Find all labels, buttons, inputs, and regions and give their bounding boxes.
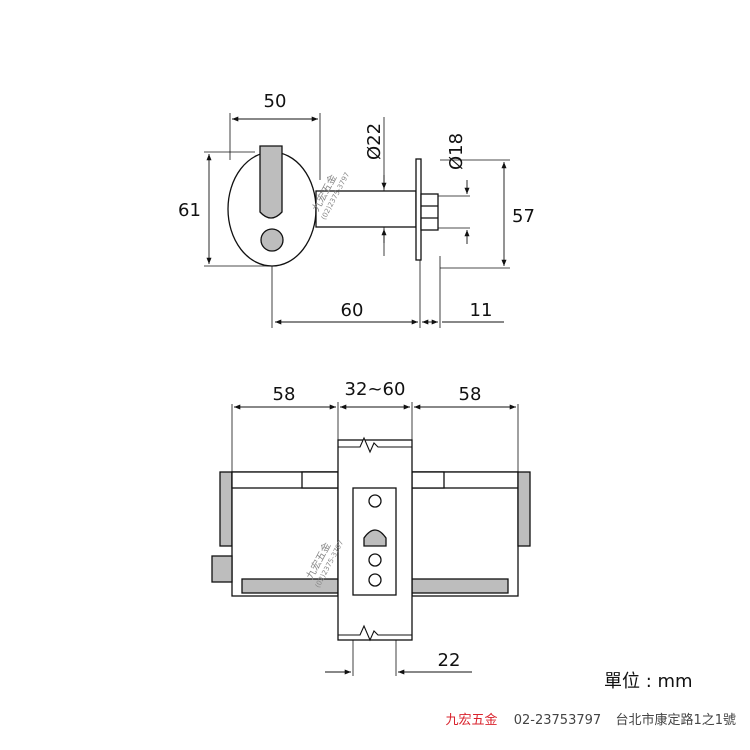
front-view (211, 402, 531, 676)
dim-rose-dia: Ø18 (446, 133, 467, 170)
footer: 九宏五金 02-23753797 台北市康定路1之1號 (445, 709, 736, 728)
dim-shaft-length: 60 (341, 300, 364, 321)
dim-rose-height: 57 (512, 206, 535, 227)
dim-top-height: 61 (178, 200, 201, 221)
dim-latch-width: 22 (438, 650, 461, 671)
dim-top-width: 50 (264, 91, 287, 112)
unit-label: 單位 : mm (604, 671, 693, 692)
footer-brand: 九宏五金 (445, 713, 498, 728)
dim-shaft-dia: Ø22 (364, 123, 385, 160)
dim-rose-depth: 11 (470, 300, 493, 321)
footer-address: 台北市康定路1之1號 (615, 713, 736, 728)
side-view (204, 113, 510, 328)
dim-left-handle: 58 (273, 384, 296, 405)
dim-door-range: 32~60 (345, 379, 406, 400)
dim-right-handle: 58 (459, 384, 482, 405)
footer-phone: 02-23753797 (513, 713, 602, 728)
